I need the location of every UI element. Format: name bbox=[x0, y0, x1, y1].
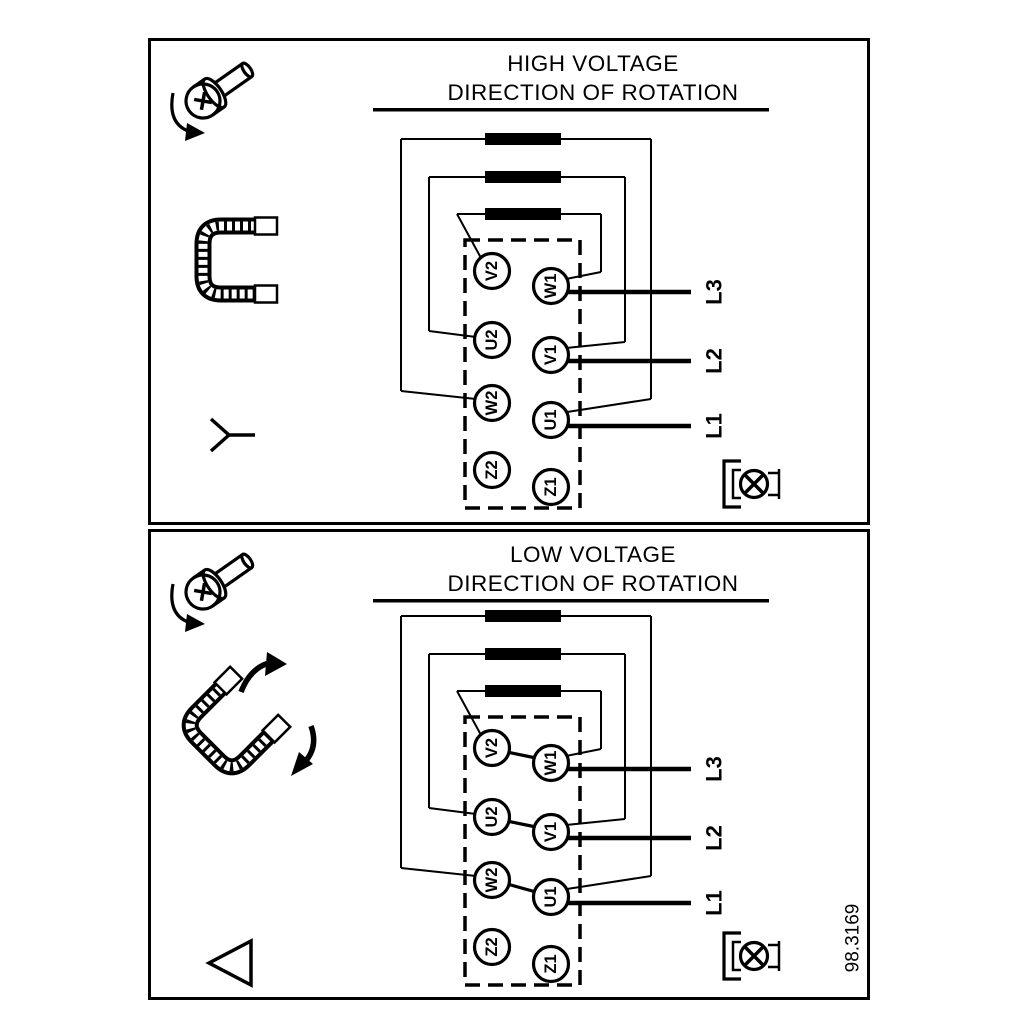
delta-links bbox=[506, 750, 537, 894]
delta-connection-icon bbox=[205, 938, 253, 988]
screw-icon bbox=[170, 61, 255, 141]
terminal-z2: Z2 bbox=[472, 450, 512, 490]
drawing-number: 98.3169 bbox=[843, 904, 864, 973]
terminal-z1: Z1 bbox=[531, 467, 571, 507]
lv-diagram-core: V2 W1 U2 V1 W2 bbox=[400, 610, 727, 987]
terminal-box bbox=[463, 715, 582, 987]
phillips-cross-icon bbox=[193, 582, 213, 602]
low-voltage-panel: LOW VOLTAGE DIRECTION OF ROTATION bbox=[148, 529, 870, 1000]
label-l1: L1 bbox=[702, 890, 727, 916]
svg-text:Z1: Z1 bbox=[542, 477, 560, 496]
link-bar-3 bbox=[485, 685, 561, 697]
title-underline bbox=[373, 599, 769, 603]
high-voltage-panel: HIGH VOLTAGE DIRECTION OF ROTATION bbox=[148, 38, 870, 525]
svg-text:V2: V2 bbox=[483, 738, 501, 758]
svg-text:U2: U2 bbox=[483, 329, 501, 350]
lv-subtitle: DIRECTION OF ROTATION bbox=[448, 571, 739, 596]
svg-text:Z1: Z1 bbox=[542, 954, 560, 973]
supply-lines: L3 L2 L1 bbox=[568, 756, 727, 916]
svg-text:U1: U1 bbox=[542, 409, 560, 430]
ground-screw-icon bbox=[722, 459, 781, 509]
svg-text:U1: U1 bbox=[542, 886, 560, 907]
terminal-u1: U1 bbox=[531, 400, 571, 440]
svg-text:W2: W2 bbox=[483, 868, 501, 893]
svg-text:Z2: Z2 bbox=[483, 937, 501, 956]
low-voltage-diagram: LOW VOLTAGE DIRECTION OF ROTATION bbox=[170, 542, 864, 988]
high-voltage-diagram: HIGH VOLTAGE DIRECTION OF ROTATION bbox=[170, 51, 781, 510]
svg-text:V1: V1 bbox=[542, 345, 560, 365]
lv-header: LOW VOLTAGE DIRECTION OF ROTATION bbox=[373, 542, 769, 603]
terminal-w2: W2 bbox=[472, 860, 512, 900]
terminal-v1: V1 bbox=[531, 335, 571, 375]
hv-subtitle: DIRECTION OF ROTATION bbox=[448, 80, 739, 105]
link-bar-3 bbox=[485, 208, 561, 220]
link-bars-and-wires bbox=[400, 133, 652, 413]
link-bar-2 bbox=[485, 171, 561, 183]
title-underline bbox=[373, 108, 769, 112]
removal-arrow-icon bbox=[291, 725, 317, 776]
label-l2: L2 bbox=[702, 348, 727, 374]
svg-text:W2: W2 bbox=[483, 391, 501, 416]
svg-text:W1: W1 bbox=[542, 751, 560, 776]
terminal-z1: Z1 bbox=[531, 944, 571, 984]
svg-text:V2: V2 bbox=[483, 261, 501, 281]
svg-text:V1: V1 bbox=[542, 822, 560, 842]
label-l3: L3 bbox=[702, 279, 727, 305]
link-bracket-removal-icon bbox=[181, 652, 317, 776]
lv-title: LOW VOLTAGE bbox=[510, 542, 676, 567]
phillips-cross-icon bbox=[193, 91, 213, 111]
supply-lines: L3 L2 L1 bbox=[568, 279, 727, 439]
terminal-z2: Z2 bbox=[472, 927, 512, 967]
link-bracket-icon bbox=[194, 216, 279, 304]
terminal-v1: V1 bbox=[531, 812, 571, 852]
terminal-u1: U1 bbox=[531, 877, 571, 917]
terminal-w1: W1 bbox=[531, 266, 571, 306]
terminal-u2: U2 bbox=[472, 320, 512, 360]
star-connection-icon bbox=[209, 417, 255, 453]
hv-header: HIGH VOLTAGE DIRECTION OF ROTATION bbox=[373, 51, 769, 112]
svg-text:W1: W1 bbox=[542, 274, 560, 299]
link-bars-and-wires bbox=[400, 610, 652, 890]
removal-arrow-icon bbox=[238, 652, 287, 694]
terminal-w1: W1 bbox=[531, 743, 571, 783]
link-bar-1 bbox=[485, 610, 561, 622]
svg-text:U2: U2 bbox=[483, 806, 501, 827]
ground-screw-icon bbox=[722, 931, 781, 981]
label-l1: L1 bbox=[702, 413, 727, 439]
hv-title: HIGH VOLTAGE bbox=[507, 51, 678, 76]
link-bar-1 bbox=[485, 133, 561, 145]
terminal-box bbox=[463, 238, 582, 510]
svg-text:Z2: Z2 bbox=[483, 460, 501, 479]
screw-icon bbox=[170, 552, 255, 632]
label-l3: L3 bbox=[702, 756, 727, 782]
label-l2: L2 bbox=[702, 825, 727, 851]
terminal-w2: W2 bbox=[472, 383, 512, 423]
terminal-u2: U2 bbox=[472, 797, 512, 837]
terminal-v2: V2 bbox=[472, 728, 512, 768]
link-bar-2 bbox=[485, 648, 561, 660]
terminal-v2: V2 bbox=[472, 251, 512, 291]
